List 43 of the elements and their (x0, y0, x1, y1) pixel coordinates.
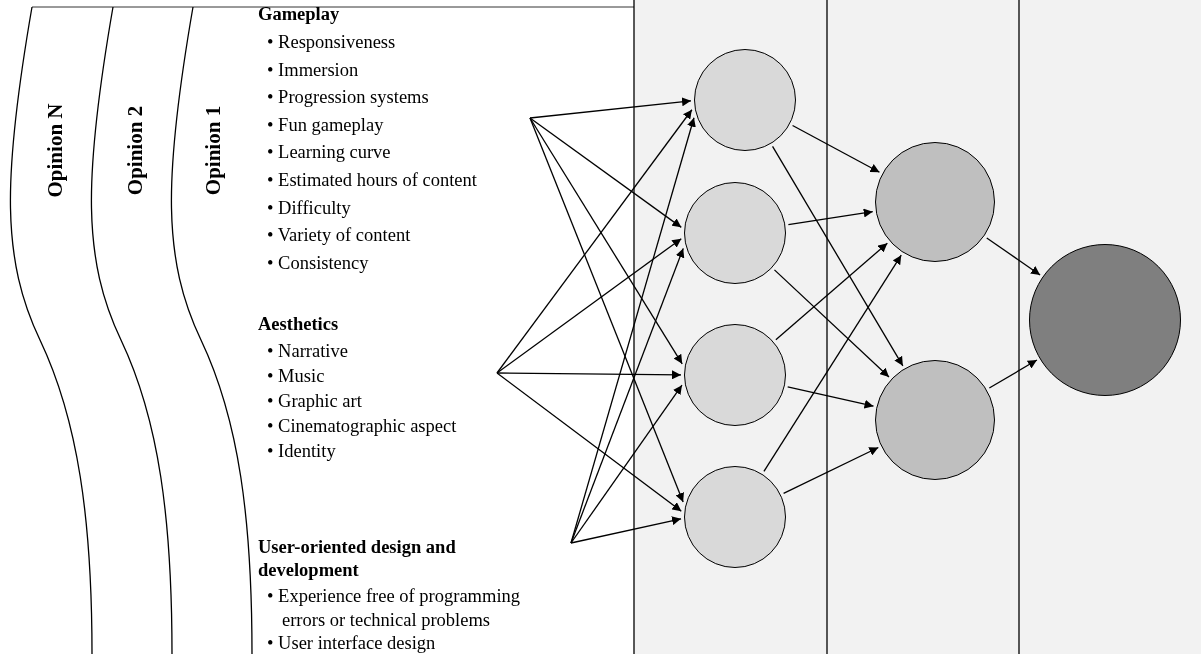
bullet-item: • Responsiveness (267, 32, 396, 52)
arrow (570, 516, 682, 544)
opinion-label: Opinion N (42, 102, 68, 200)
bullet-item: • Cinematographic aspect (267, 416, 457, 436)
bullet-item: • Fun gameplay (267, 114, 384, 135)
bullet-item: • Music (267, 366, 325, 386)
arrow (988, 359, 1038, 389)
bullet-item: • Immersion (267, 59, 359, 80)
bullet-item: • Identity (267, 441, 336, 461)
arrow (775, 242, 888, 341)
arrow (787, 208, 874, 226)
arrow (496, 372, 682, 512)
bullet-item: • Graphic art (267, 391, 362, 411)
arrow (787, 386, 875, 409)
bullet-item: • Difficulty (267, 197, 351, 218)
bullet-item: • Consistency (267, 252, 369, 273)
category-heading: User-oriented design and development (258, 536, 457, 582)
opinion-label: Opinion 1 (200, 104, 226, 198)
bullet-item: • Progression systems (267, 87, 429, 108)
arrow (529, 97, 692, 119)
arrow (496, 109, 693, 374)
bullet-item: • User interface design (267, 633, 436, 653)
bullet-item: • Experience free of programming errors or technical problems (267, 586, 521, 630)
arrow (782, 446, 879, 495)
arrow (791, 124, 881, 173)
arrow (570, 384, 683, 544)
arrow (529, 117, 684, 503)
bullet-item: • Estimated hours of content (267, 169, 477, 190)
arrow (771, 145, 904, 367)
arrow (986, 237, 1041, 276)
arrow (763, 254, 902, 473)
arrow (529, 117, 683, 365)
arrow (570, 247, 685, 544)
bullet-item: • Narrative (267, 341, 348, 361)
bullet-item: • Learning curve (267, 142, 391, 163)
arrow (529, 117, 682, 228)
bullet-item: • Variety of content (267, 225, 411, 246)
arrow (496, 370, 682, 380)
arrow (773, 269, 890, 378)
arrow (496, 238, 682, 374)
category-heading: Gameplay (258, 3, 341, 26)
opinion-label: Opinion 2 (122, 104, 148, 198)
category-heading: Aesthetics (258, 313, 340, 336)
